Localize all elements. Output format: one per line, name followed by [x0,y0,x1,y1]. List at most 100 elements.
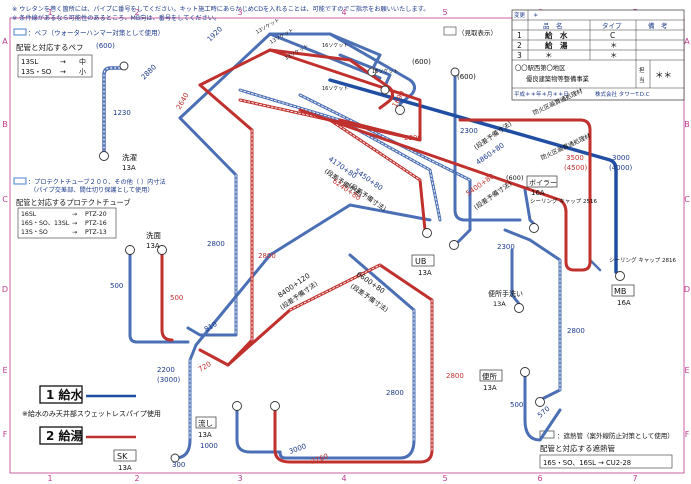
grid-row-left-C: C [2,195,8,204]
staff-value: ＊＊ [655,71,672,81]
dim-3000-paren: (3000) [157,376,181,384]
protect-row-2-arrow: → [72,220,77,227]
fixture-handwash-name: 便所手洗い [488,289,523,298]
grid-row-right-B: B [684,120,690,129]
dim-600-left: (600) [96,42,115,50]
hot-main-diagonal [198,48,272,87]
dim-570: 570 [536,405,551,420]
fixture-toilet-name: 便所 [482,371,497,381]
fixture-ub-size: 13A [418,269,432,277]
grid-row-left-D: D [2,285,8,294]
row-1-no: 1 [517,31,522,40]
hot-legend-box [39,426,83,445]
fixture-sk-size: 13A [118,464,132,472]
company: 株式会社 タワーT.D.C [595,90,650,98]
socket-16-c: 16ソケット [322,85,348,92]
insul-legend-table [539,454,673,469]
grid-col-top-1: 1 [47,8,52,17]
protect-row-1-size: 16SL [21,211,37,218]
hot-boiler-loop [298,108,592,272]
header-name: 品 名 [543,21,563,30]
dim-2300-b: 2300 [497,243,515,251]
dim-1000: 1000 [200,442,218,450]
row-2-no: 2 [517,41,522,50]
grid-row-left-E: E [2,366,7,375]
view-icon [443,26,457,36]
dim-3000-mb: 3000 [612,154,630,162]
pex-row-1-value: 中 [79,57,86,66]
grid-row-right-D: D [684,285,690,294]
drawing-frame [9,17,685,474]
fixture-labels: 洗濯 13A 洗面 13A UB 13A 便所手洗い 13A 便所 13A ボイ… [113,152,635,472]
pex-legend-swatch [13,28,27,36]
pex-row-1-arrow: → [60,58,66,66]
dim-2760: 2760 [310,452,329,466]
row-3-no: 3 [517,51,522,60]
pex-legend-table [17,54,93,78]
fixture-mb-size: 16A [617,299,631,307]
insul-legend-text: ：遮熱管（案外線防止対策として使用） [557,431,674,440]
insul-legend-row: 16S・SO、16SL → CU2-28 [543,459,631,467]
hot-legend-label: 2 給湯 [46,428,83,443]
pex-row-2-size: 13S・SO [21,68,52,76]
fixture-points [99,61,625,463]
fixture-basin-size: 13A [146,242,160,250]
pex-legend-title: 配管と対応するペフ [16,42,84,52]
fixture-mb-name: MB [614,287,626,296]
grid-col-bottom-6: 6 [537,474,542,483]
grid-col-top-2: 2 [134,8,139,17]
grid-row-right-E: E [684,366,689,375]
dim-1230: 1230 [113,109,131,117]
grid-col-bottom-1: 1 [47,474,52,483]
project-line-2: 優良建築物等整備事業 [526,74,590,83]
dim-3500: 3500 [566,154,584,162]
pex-row-2-arrow: → [60,68,66,76]
grid-col-bottom-3: 3 [237,474,242,483]
dim-600-top: (600) [412,58,431,66]
supply-basin [128,248,190,344]
row-2-name: 給 湯 [545,40,568,50]
supply-toilet [523,373,562,442]
note-line-1: ※ ウレタンを巻く箇所には、パイプに番号をしてください。キット施工時にあらかじめ… [12,5,429,13]
supply-mb-run [328,78,618,274]
dim-500-a: 500 [110,282,123,290]
dim-300: 300 [172,461,185,469]
fixture-toilet-size: 13A [483,384,497,392]
protect-row-3-arrow: → [72,229,77,236]
protect-legend-title: 配管と対応するプロテクトチューブ [16,198,131,207]
supply-legend-note: ※給水のみ天井部スウェットレスパイプ使用 [22,409,161,418]
dim-2800-b: 2800 [386,389,404,397]
date-line: 平成＊＊年＊月＊＊日 [514,90,569,98]
protect-row-3-value: PTZ-13 [85,229,107,236]
dim-500-hot: 500 [170,294,183,302]
pex-row-2-value: 小 [79,67,86,76]
seal-cap-2816: シーリング キャップ 2816 [609,256,676,264]
fixture-sink-size: 13A [198,431,212,439]
socket-16-b: 16ソケット [372,68,398,75]
dim-2800-hot-b: 2800 [446,372,464,380]
pipe-network [102,32,618,464]
dim-2200: 2200 [157,366,175,374]
note-line-2: ※ 条件線があるなら可能性のあるところ、MB向は、番号をしてください。 [12,14,220,22]
grid-row-right-C: C [684,195,690,204]
view-label: （見取表示） [458,28,497,37]
row-2-type: ＊ [610,41,618,50]
grid-row-left-F: F [3,430,8,439]
grid-col-bottom-5: 5 [442,474,447,483]
grid-row-right-A: A [684,37,690,46]
supply-legend-label: 1 給水 [46,387,84,402]
protect-row-2-value: PTZ-16 [85,220,107,227]
grid-row-left-B: B [2,120,8,129]
hot-kitchen [226,263,434,464]
pex-legend-text: ：ペフ（ウォーターハンマー対策として使用） [28,28,164,37]
dim-4000: (4000) [609,164,633,172]
dim-720: 720 [197,360,213,374]
fixture-handwash-size: 13A [493,300,506,308]
protect-legend-text-2: （パイプ交差部、間仕切り保護として使用） [30,186,154,194]
supply-ub-run [238,88,442,222]
